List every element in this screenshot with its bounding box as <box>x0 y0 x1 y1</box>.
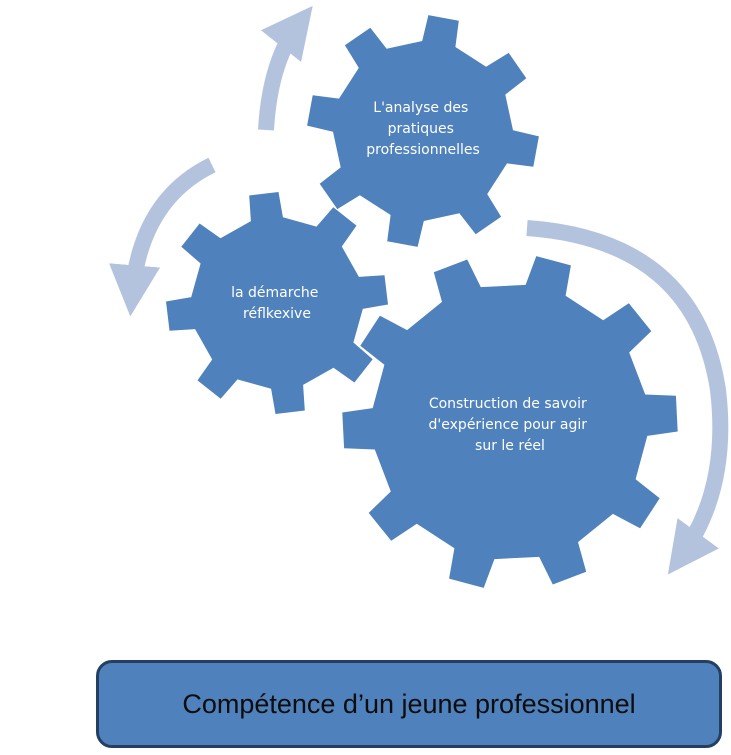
competence-banner: Compétence d’un jeune professionnel <box>96 660 722 748</box>
gear-analyse-label: L'analyse des pratiques professionnelles <box>366 100 480 158</box>
gear-construction <box>342 256 678 588</box>
gear-analyse <box>307 15 539 247</box>
curved-arrow-left <box>109 157 216 317</box>
gear-demarche-label: la démarche réflkexive <box>231 285 323 322</box>
curved-arrow-top <box>258 5 313 131</box>
gears-diagram: L'analyse des pratiques professionnelles… <box>109 5 729 588</box>
curved-arrow-right <box>526 220 729 575</box>
competence-banner-label: Compétence d’un jeune professionnel <box>182 688 636 719</box>
gear-construction-label: Construction de savoir d'expérience pour… <box>429 396 592 454</box>
gear-demarche <box>166 192 388 414</box>
